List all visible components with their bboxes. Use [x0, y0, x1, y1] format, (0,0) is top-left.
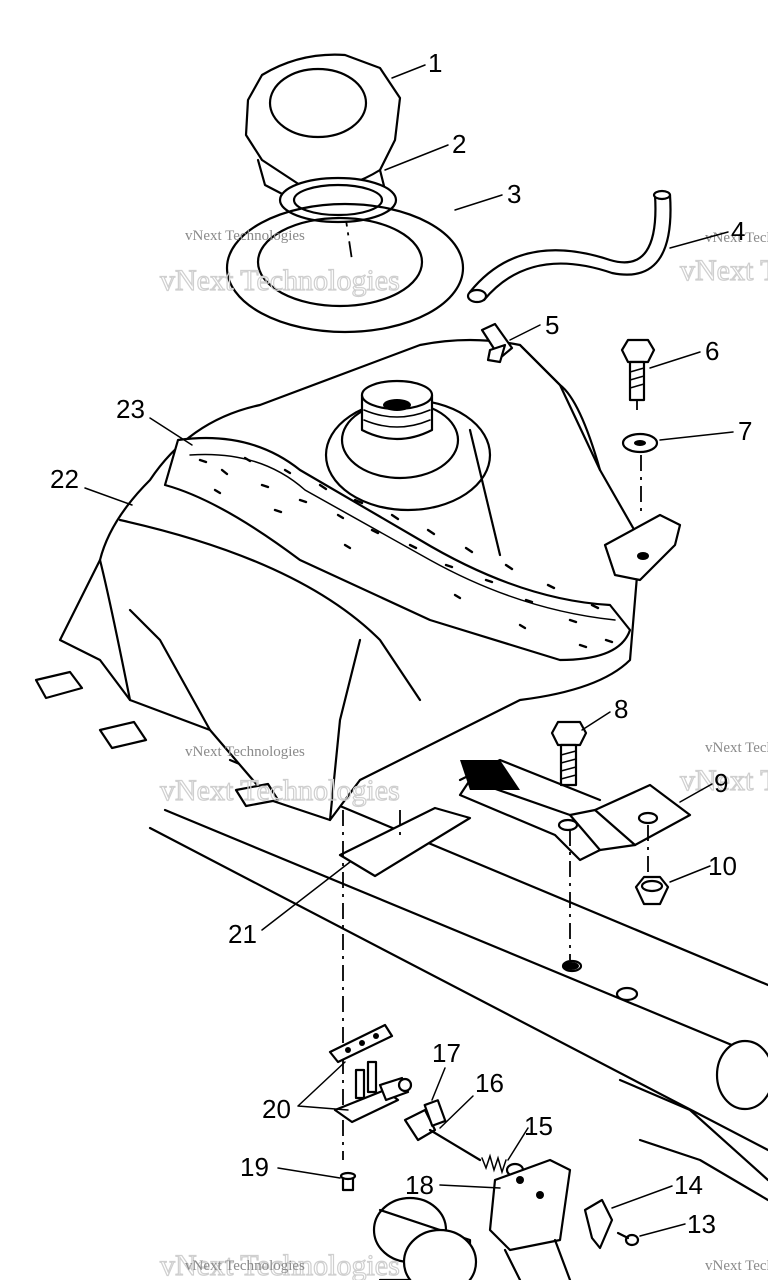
callout-23: 23: [116, 394, 145, 424]
callout-17: 17: [432, 1038, 461, 1068]
callout-14: 14: [674, 1170, 703, 1200]
svg-text:vNext Technologies: vNext Technologies: [705, 740, 768, 756]
callout-15: 15: [524, 1111, 553, 1141]
washer-7: [621, 432, 659, 454]
nut-10: [634, 875, 670, 906]
callout-3: 3: [507, 179, 521, 209]
callout-16: 16: [475, 1068, 504, 1098]
svg-text:vNext Technologies: vNext Technologies: [185, 1258, 305, 1274]
svg-text:vNext Technologies: vNext Technologies: [160, 264, 400, 297]
callout-19: 19: [240, 1152, 269, 1182]
svg-text:vNext Technologies: vNext Technologies: [160, 1249, 400, 1280]
fuel-valve-body: [333, 1060, 413, 1124]
callout-22: 22: [50, 464, 79, 494]
callout-4: 4: [731, 216, 745, 246]
callout-labels: 1 2 3 4 5 6 7 8 9 10 13 14 15 16 17 18 1…: [50, 48, 752, 1239]
seat-pad-strip: [163, 436, 632, 662]
filler-neck: [324, 379, 492, 512]
mount-bracket: [458, 758, 692, 862]
lower-mount-bracket: [488, 1158, 572, 1280]
svg-text:vNext Technologies: vNext Technologies: [160, 774, 400, 807]
valve-shaft: [428, 1128, 482, 1162]
svg-text:vNext Technologies: vNext Technologies: [185, 744, 305, 760]
leader-lines: [84, 64, 734, 1237]
svg-text:vNext Technologies: vNext Technologies: [680, 254, 768, 287]
bolt-6: [620, 338, 656, 410]
svg-text:vNext Technologies: vNext Technologies: [705, 1258, 768, 1274]
callout-21: 21: [228, 919, 257, 949]
svg-text:vNext Technologies: vNext Technologies: [185, 228, 305, 244]
valve-screw-19: [339, 1171, 357, 1192]
cap-plate: [225, 202, 465, 334]
callout-13: 13: [687, 1209, 716, 1239]
knob-14: [583, 1198, 614, 1250]
fuel-cap: [244, 53, 402, 261]
screw-13: [616, 1231, 640, 1247]
callout-10: 10: [708, 851, 737, 881]
bolt-8: [550, 720, 588, 787]
callout-7: 7: [738, 416, 752, 446]
callout-20: 20: [262, 1094, 291, 1124]
callout-9: 9: [714, 768, 728, 798]
vent-fitting: [480, 322, 514, 364]
cap-gasket: [278, 176, 398, 224]
callout-5: 5: [545, 310, 559, 340]
cylinder-part: [372, 1196, 478, 1280]
callout-1: 1: [428, 48, 442, 78]
callout-2: 2: [452, 129, 466, 159]
svg-text:vNext Technologies: vNext Technologies: [680, 764, 768, 797]
callout-8: 8: [614, 694, 628, 724]
vent-hose: [466, 189, 672, 304]
valve-gasket-plate: [328, 1023, 394, 1064]
callout-18: 18: [405, 1170, 434, 1200]
tank-pad: [338, 806, 472, 878]
callout-6: 6: [705, 336, 719, 366]
valve-lever: [403, 1099, 447, 1142]
